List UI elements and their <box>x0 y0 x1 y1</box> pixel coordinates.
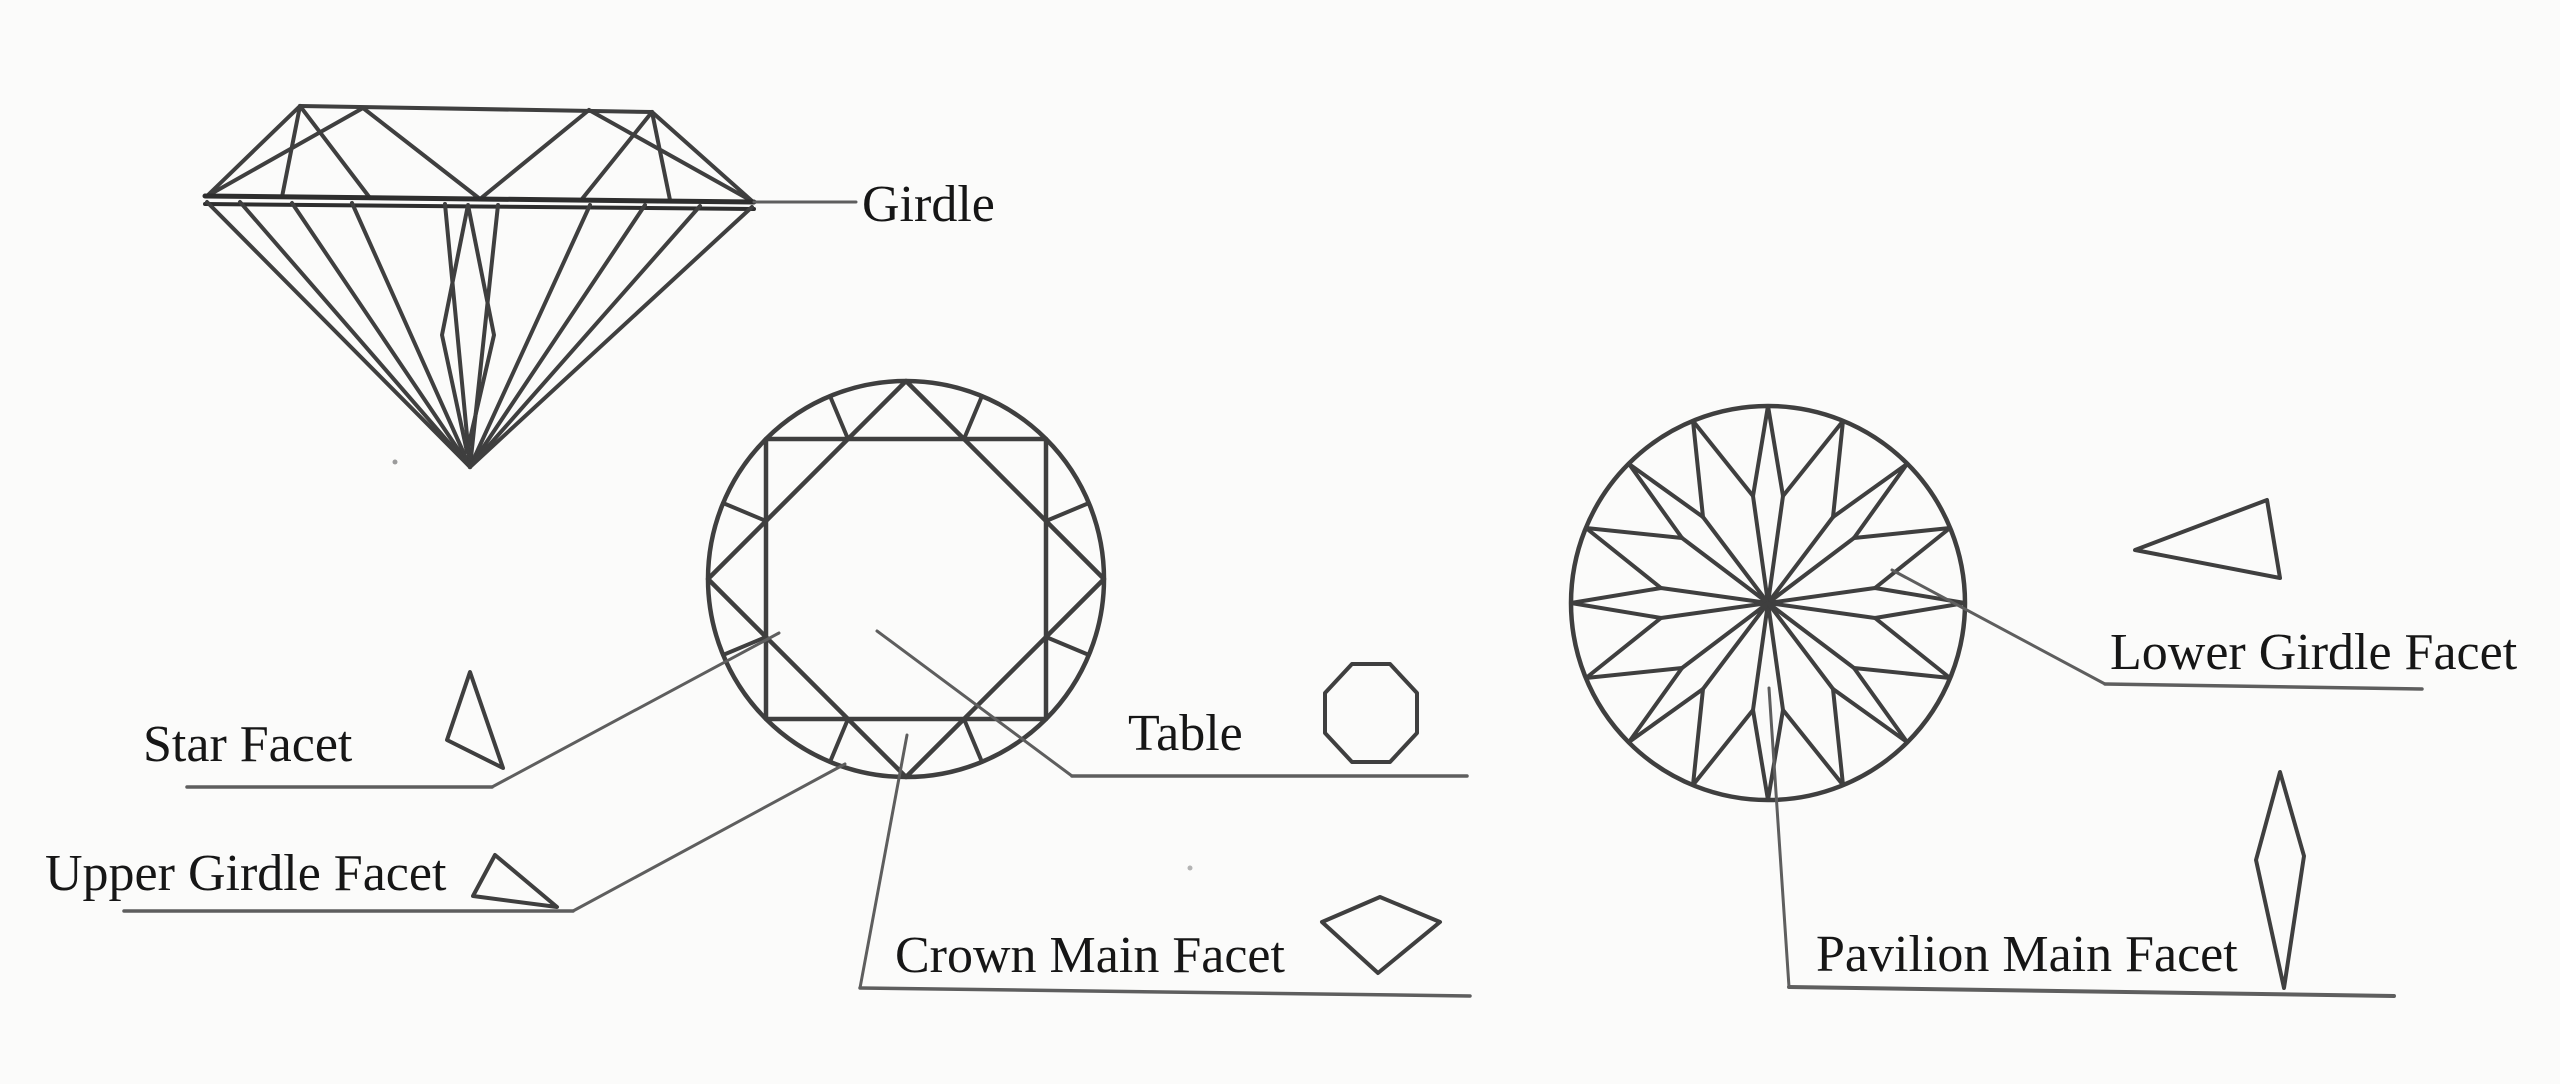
pavilion-view-lower-girdle-line <box>1781 419 1845 498</box>
pavilion-main-facet-icon <box>2254 770 2306 990</box>
pavilion-view-lower-girdle-line <box>1852 526 1952 540</box>
crown-view-square-b <box>705 378 1107 780</box>
side-view-girdle-band-top <box>202 193 757 205</box>
side-view-crown-facet-line <box>280 104 302 199</box>
side-view-crown-facet-line <box>207 106 365 197</box>
crown-view-upper-girdle-divider <box>962 717 984 764</box>
pavilion-view-lower-girdle-line <box>1781 708 1845 787</box>
side-view-pavilion-facet-line <box>443 202 472 469</box>
side-view-crown-facet-line <box>361 106 482 201</box>
star-facet-icon <box>445 670 505 770</box>
side-view-crown-facet-line <box>650 110 672 202</box>
lower-girdle-facet-underline <box>2103 682 2424 691</box>
pavilion-view-lower-girdle-line <box>1831 687 1845 787</box>
pavilion-view-lower-girdle-line <box>1584 666 1684 680</box>
pavilion-view-main-kite <box>1766 462 1909 605</box>
crown-view-upper-girdle-divider <box>1044 635 1091 657</box>
crown-main-facet-leader-line <box>858 733 909 990</box>
side-view-pavilion-facet-line <box>290 201 472 469</box>
side-view-crown-facet-line <box>587 108 752 202</box>
side-view-pavilion-silhouette-right <box>468 205 754 469</box>
crown-view-upper-girdle-divider <box>1044 501 1091 523</box>
lower-girdle-facet-leader-line <box>1890 568 2107 686</box>
pavilion-view-main-kite <box>1766 601 1909 744</box>
upper-girdle-facet-leader-line <box>571 762 847 913</box>
side-view-crown-silhouette-left <box>205 104 302 198</box>
pavilion-view-lower-girdle-line <box>1873 616 1952 680</box>
side-view-pavilion-facet-line <box>468 204 702 469</box>
pavilion-view-lower-girdle-line <box>1691 419 1705 519</box>
side-view-pavilion-facet-line <box>238 200 472 469</box>
crown-view-upper-girdle-divider <box>962 394 984 441</box>
side-view-girdle-band-bottom <box>203 202 756 211</box>
pavilion-view-lower-girdle-line <box>1691 687 1705 787</box>
scan-speck <box>392 459 398 465</box>
pavilion-view-main-kite <box>1766 586 1967 620</box>
pavilion-view-lower-girdle-line <box>1584 526 1684 540</box>
crown-view-square-a <box>763 436 1049 722</box>
pavilion-view-main-kite <box>1751 404 1785 605</box>
crown-main-facet-icon <box>1320 895 1442 975</box>
pavilion-view-main-kite <box>1627 462 1770 605</box>
label-crown-main-facet: Crown Main Facet <box>895 927 1285 984</box>
pavilion-view-lower-girdle-line <box>1584 616 1663 680</box>
table-icon <box>1323 662 1419 764</box>
crown-view-upper-girdle-divider <box>828 717 850 764</box>
pavilion-main-facet-leader-line <box>1767 686 1791 989</box>
pavilion-view-lower-girdle-line <box>1852 666 1952 680</box>
side-view-crown-silhouette-right <box>650 110 754 203</box>
table-leader-line <box>875 629 1074 778</box>
pavilion-main-facet-underline <box>1787 985 2396 998</box>
lower-girdle-facet-icon <box>2133 498 2282 580</box>
side-view-crown-facet-line <box>478 108 591 201</box>
crown-main-facet-underline <box>858 986 1472 998</box>
crown-view-upper-girdle-divider <box>828 394 850 441</box>
pavilion-view-lower-girdle-line <box>1831 419 1845 519</box>
pavilion-view-lower-girdle-line <box>1691 708 1755 787</box>
label-girdle: Girdle <box>862 176 995 233</box>
upper-girdle-facet-icon <box>471 853 559 909</box>
side-view-pavilion-silhouette-left <box>205 200 472 469</box>
label-pavilion-main-facet: Pavilion Main Facet <box>1816 926 2238 983</box>
side-view-crown-facet-line <box>298 104 372 200</box>
side-view-crown-facet-line <box>580 110 654 201</box>
label-table: Table <box>1128 705 1243 762</box>
pavilion-view-main-kite <box>1751 601 1785 802</box>
pavilion-view-main-kite <box>1627 601 1770 744</box>
pavilion-view-lower-girdle-line <box>1873 526 1952 590</box>
scan-speck <box>1187 865 1193 871</box>
side-view-pavilion-facet-line <box>468 203 647 469</box>
side-view-table-edge <box>298 104 654 114</box>
pavilion-view-main-kite <box>1569 586 1770 620</box>
crown-view-upper-girdle-divider <box>721 501 768 523</box>
side-view-pavilion-facet-line <box>468 203 592 469</box>
label-lower-girdle-facet: Lower Girdle Facet <box>2110 624 2518 681</box>
label-star-facet: Star Facet <box>143 716 353 773</box>
pavilion-view-lower-girdle-line <box>1691 419 1755 498</box>
label-upper-girdle-facet: Upper Girdle Facet <box>45 845 447 902</box>
pavilion-view-lower-girdle-line <box>1584 526 1663 590</box>
side-view-pavilion-main-kite <box>440 203 496 454</box>
star-facet-leader-line <box>490 631 781 789</box>
side-view-pavilion-facet-line <box>350 201 472 469</box>
crown-view-upper-girdle-divider <box>721 635 768 657</box>
